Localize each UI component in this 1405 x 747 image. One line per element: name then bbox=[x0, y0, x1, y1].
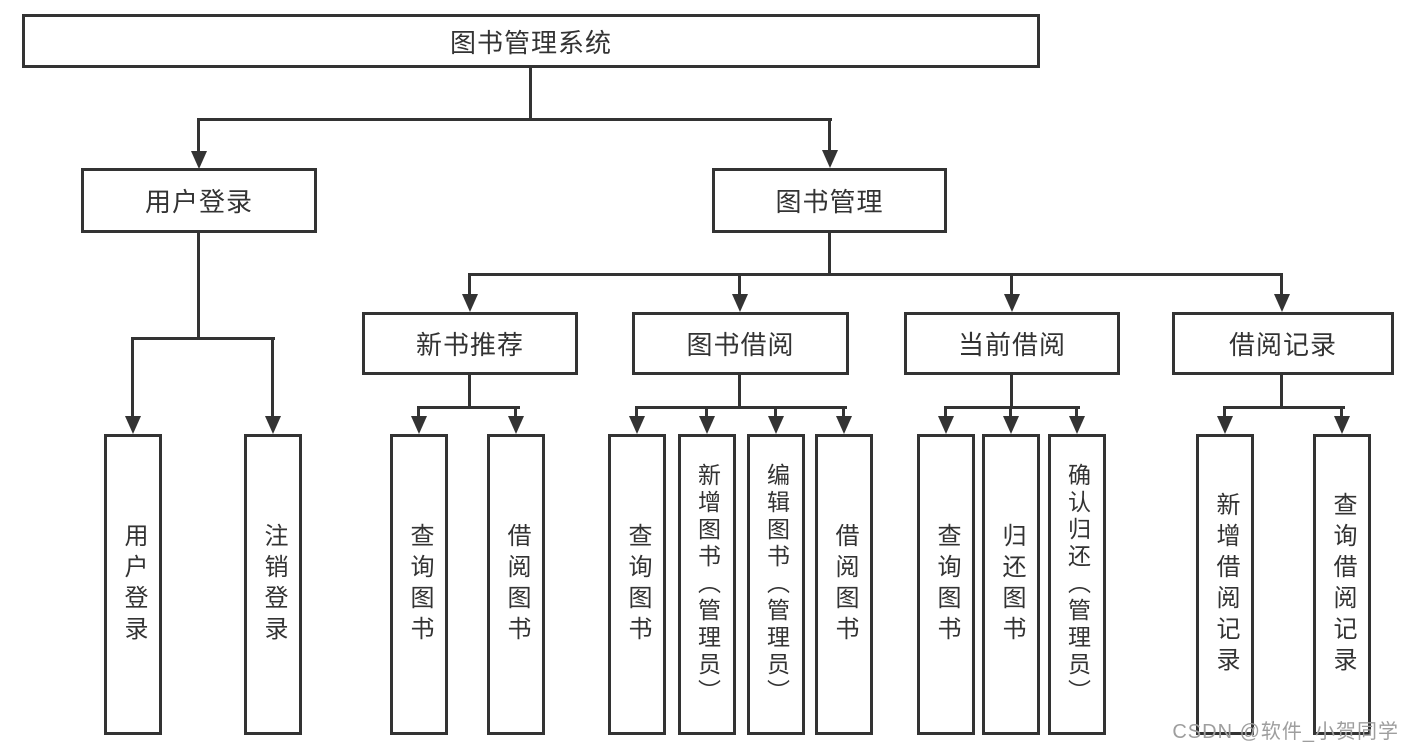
node-book-management-label: 图书管理 bbox=[775, 187, 884, 217]
node-current-borrow: 当前借阅 bbox=[904, 312, 1120, 375]
arrow-down-icon bbox=[732, 294, 748, 312]
arrow-down-icon bbox=[822, 150, 838, 168]
connector-line bbox=[944, 406, 947, 418]
connector-line bbox=[828, 118, 831, 154]
node-book-borrow: 图书借阅 bbox=[632, 312, 849, 375]
connector-line bbox=[738, 273, 741, 297]
arrow-down-icon bbox=[1274, 294, 1290, 312]
connector-line bbox=[271, 337, 274, 419]
connector-line bbox=[1010, 273, 1013, 297]
leaf-query-books-1: 查询图书 bbox=[390, 434, 448, 735]
connector-line bbox=[1280, 375, 1283, 406]
leaf-user-login-label: 用户登录 bbox=[120, 522, 147, 647]
leaf-logout: 注销登录 bbox=[244, 434, 302, 735]
connector-line bbox=[1009, 406, 1012, 418]
node-new-book-recommend: 新书推荐 bbox=[362, 312, 578, 375]
arrow-down-icon bbox=[265, 416, 281, 434]
connector-line bbox=[529, 68, 532, 118]
leaf-query-books-3-label: 查询图书 bbox=[933, 522, 960, 647]
connector-line bbox=[131, 337, 275, 340]
node-library-system-label: 图书管理系统 bbox=[449, 27, 612, 58]
leaf-borrow-books-1-label: 借阅图书 bbox=[503, 522, 530, 647]
leaf-return-books: 归还图书 bbox=[982, 434, 1040, 735]
node-borrow-records-label: 借阅记录 bbox=[1228, 330, 1337, 360]
connector-line bbox=[131, 337, 134, 419]
watermark: CSDN @软件_小贺同学 bbox=[1172, 721, 1399, 743]
leaf-query-books-2: 查询图书 bbox=[608, 434, 666, 735]
node-new-book-recommend-label: 新书推荐 bbox=[415, 330, 524, 360]
arrow-down-icon bbox=[836, 416, 852, 434]
arrow-down-icon bbox=[699, 416, 715, 434]
node-book-borrow-label: 图书借阅 bbox=[686, 330, 795, 360]
node-current-borrow-label: 当前借阅 bbox=[957, 330, 1066, 360]
leaf-edit-books-admin: 编辑图书（管理员） bbox=[747, 434, 805, 735]
connector-line bbox=[197, 118, 832, 121]
arrow-down-icon bbox=[508, 416, 524, 434]
leaf-add-borrow-record: 新增借阅记录 bbox=[1196, 434, 1254, 735]
node-book-management: 图书管理 bbox=[712, 168, 947, 233]
leaf-query-books-2-label: 查询图书 bbox=[624, 522, 651, 647]
connector-line bbox=[1340, 406, 1343, 418]
arrow-down-icon bbox=[1003, 416, 1019, 434]
connector-line bbox=[1010, 375, 1013, 406]
connector-line bbox=[197, 118, 200, 154]
connector-line bbox=[514, 406, 517, 418]
connector-line bbox=[774, 406, 777, 418]
connector-line bbox=[1075, 406, 1078, 418]
connector-line bbox=[635, 406, 847, 409]
arrow-down-icon bbox=[462, 294, 478, 312]
connector-line bbox=[468, 273, 471, 297]
leaf-borrow-books-1: 借阅图书 bbox=[487, 434, 545, 735]
connector-line bbox=[828, 233, 831, 276]
connector-line bbox=[944, 406, 1080, 409]
leaf-logout-label: 注销登录 bbox=[260, 522, 287, 647]
connector-line bbox=[417, 406, 420, 418]
connector-line bbox=[1223, 406, 1345, 409]
leaf-borrow-books-2: 借阅图书 bbox=[815, 434, 873, 735]
leaf-add-books-admin-label: 新增图书（管理员） bbox=[694, 463, 721, 706]
arrow-down-icon bbox=[629, 416, 645, 434]
leaf-add-borrow-record-label: 新增借阅记录 bbox=[1212, 491, 1239, 678]
node-user-login-label: 用户登录 bbox=[144, 187, 253, 217]
leaf-query-borrow-record: 查询借阅记录 bbox=[1313, 434, 1371, 735]
leaf-user-login: 用户登录 bbox=[104, 434, 162, 735]
leaf-return-books-label: 归还图书 bbox=[998, 522, 1025, 647]
connector-line bbox=[417, 406, 520, 409]
arrow-down-icon bbox=[1004, 294, 1020, 312]
arrow-down-icon bbox=[1217, 416, 1233, 434]
node-borrow-records: 借阅记录 bbox=[1172, 312, 1394, 375]
arrow-down-icon bbox=[125, 416, 141, 434]
leaf-add-books-admin: 新增图书（管理员） bbox=[678, 434, 736, 735]
node-user-login: 用户登录 bbox=[81, 168, 317, 233]
arrow-down-icon bbox=[191, 151, 207, 169]
leaf-query-borrow-record-label: 查询借阅记录 bbox=[1329, 491, 1356, 678]
leaf-borrow-books-2-label: 借阅图书 bbox=[831, 522, 858, 647]
connector-line bbox=[705, 406, 708, 418]
leaf-confirm-return-admin: 确认归还（管理员） bbox=[1048, 434, 1106, 735]
arrow-down-icon bbox=[768, 416, 784, 434]
arrow-down-icon bbox=[938, 416, 954, 434]
arrow-down-icon bbox=[1334, 416, 1350, 434]
arrow-down-icon bbox=[411, 416, 427, 434]
connector-line bbox=[842, 406, 845, 418]
node-library-system: 图书管理系统 bbox=[22, 14, 1040, 68]
connector-line bbox=[468, 273, 1283, 276]
connector-line bbox=[197, 233, 200, 340]
leaf-query-books-3: 查询图书 bbox=[917, 434, 975, 735]
connector-line bbox=[468, 375, 471, 406]
connector-line bbox=[635, 406, 638, 418]
leaf-confirm-return-admin-label: 确认归还（管理员） bbox=[1064, 463, 1091, 706]
leaf-edit-books-admin-label: 编辑图书（管理员） bbox=[763, 463, 790, 706]
leaf-query-books-1-label: 查询图书 bbox=[406, 522, 433, 647]
connector-line bbox=[1280, 273, 1283, 297]
arrow-down-icon bbox=[1069, 416, 1085, 434]
connector-line bbox=[1223, 406, 1226, 418]
connector-line bbox=[738, 375, 741, 406]
